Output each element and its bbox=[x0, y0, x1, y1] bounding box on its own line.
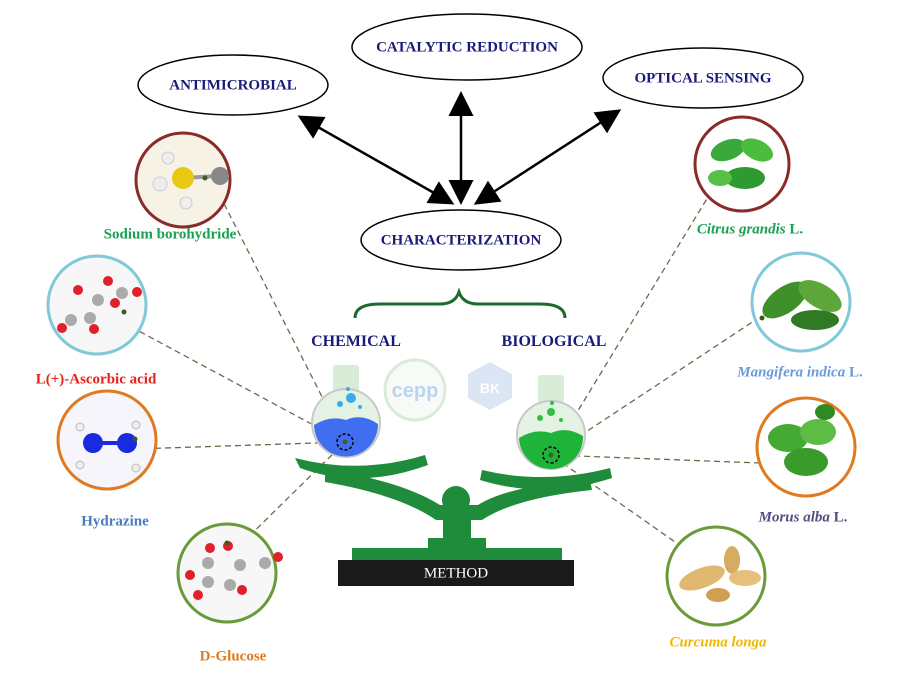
balance-scale bbox=[295, 455, 612, 560]
catalytic-ellipse bbox=[351, 13, 583, 81]
application-antimicrobial: ANTIMICROBIAL bbox=[169, 77, 297, 94]
mangifera-indica-image bbox=[750, 251, 852, 353]
species-suffix: L. bbox=[829, 509, 848, 526]
hydrazine-image bbox=[56, 389, 158, 491]
citrus-grandis-image bbox=[693, 115, 791, 213]
method-label: METHOD bbox=[423, 565, 489, 582]
curcuma-longa-label: Curcuma longa bbox=[669, 635, 766, 652]
svg-text:BK: BK bbox=[480, 380, 500, 396]
morus-alba-image bbox=[755, 396, 857, 498]
chemical-label: CHEMICAL bbox=[311, 333, 401, 350]
ascorbic-acid-image bbox=[46, 254, 148, 356]
hydrazine-label: Hydrazine bbox=[81, 513, 149, 530]
citrus-grandis-label: Citrus grandis L. bbox=[697, 222, 803, 239]
characterization-ellipse bbox=[360, 209, 562, 271]
ascorbic-acid-label: L(+)-Ascorbic acid bbox=[35, 371, 157, 388]
arrow-antimicrobial bbox=[297, 115, 455, 205]
species-suffix: L. bbox=[845, 364, 863, 381]
antimicrobial-ellipse bbox=[137, 54, 329, 116]
species-name: Mangifera indica bbox=[737, 364, 846, 381]
chemical-flask bbox=[311, 365, 381, 458]
d-glucose-image bbox=[176, 522, 283, 624]
svg-text:cepp: cepp bbox=[392, 380, 439, 402]
morus-alba-label: Morus alba L. bbox=[759, 510, 848, 527]
biological-flask bbox=[516, 375, 586, 470]
species-suffix: L. bbox=[785, 221, 804, 238]
species-name: Citrus grandis bbox=[696, 221, 786, 238]
d-glucose-label: D-Glucose bbox=[199, 648, 267, 665]
sodium-borohydride-label: Sodium borohydride bbox=[103, 226, 237, 243]
application-catalytic-reduction: CATALYTIC REDUCTION bbox=[376, 39, 558, 56]
curcuma-longa-image bbox=[665, 525, 767, 627]
arrow-optical bbox=[473, 109, 622, 205]
species-name: Curcuma longa bbox=[669, 634, 767, 651]
biological-label: BIOLOGICAL bbox=[501, 333, 607, 350]
optical-ellipse bbox=[602, 47, 804, 109]
species-name: Morus alba bbox=[758, 509, 830, 526]
sodium-borohydride-image bbox=[134, 131, 232, 229]
application-optical-sensing: OPTICAL SENSING bbox=[634, 70, 772, 87]
bk-logo: BK bbox=[468, 362, 512, 410]
cepp-logo: cepp bbox=[383, 358, 447, 422]
brace bbox=[353, 287, 567, 319]
mangifera-indica-label: Mangifera indica L. bbox=[737, 365, 862, 382]
characterization-label: CHARACTERIZATION bbox=[380, 232, 542, 249]
method-base bbox=[338, 560, 574, 586]
